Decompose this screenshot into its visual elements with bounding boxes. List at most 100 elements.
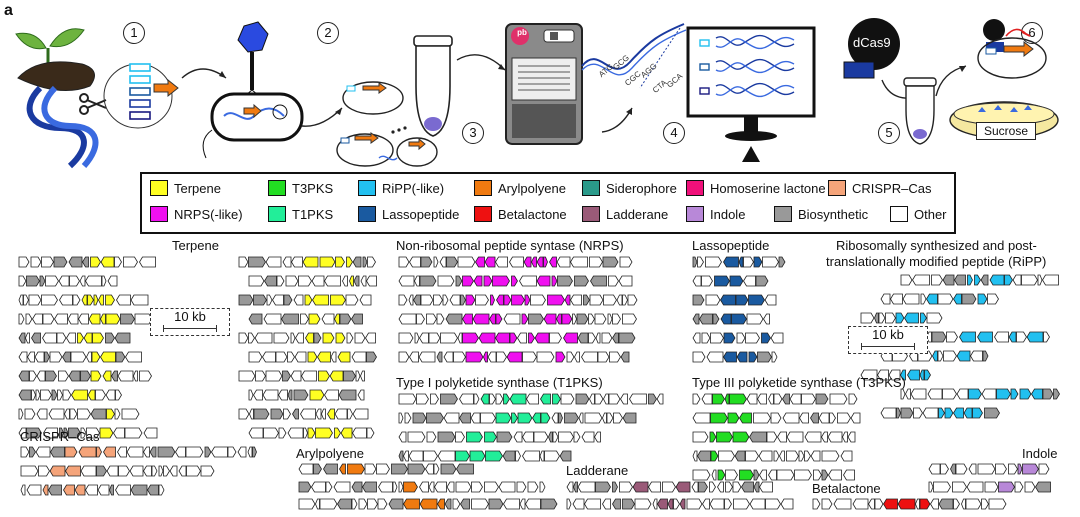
legend-swatch-0 bbox=[150, 180, 168, 196]
gene-cluster-track bbox=[692, 332, 784, 344]
gene-arrow bbox=[770, 332, 784, 344]
gene-arrow bbox=[287, 389, 293, 401]
gene-arrow bbox=[922, 407, 939, 419]
gene-arrow bbox=[709, 431, 717, 443]
gene-arrow bbox=[48, 484, 62, 496]
gene-arrow bbox=[420, 294, 434, 306]
gene-arrow bbox=[407, 431, 426, 443]
gene-arrow bbox=[398, 431, 407, 443]
gene-arrow bbox=[298, 481, 312, 493]
gene-arrow bbox=[584, 498, 601, 510]
gene-arrow bbox=[495, 313, 503, 325]
gene-arrow bbox=[58, 370, 69, 382]
gene-arrow bbox=[204, 446, 212, 458]
legend-item-7: NRPS(-like) bbox=[150, 206, 243, 222]
gene-arrow bbox=[351, 481, 363, 493]
gene-arrow bbox=[1053, 388, 1060, 400]
gene-arrow bbox=[900, 407, 914, 419]
sucrose-label: Sucrose bbox=[976, 122, 1036, 140]
gene-arrow bbox=[561, 313, 573, 325]
gene-arrow bbox=[828, 469, 842, 481]
gene-arrow bbox=[437, 450, 456, 462]
legend-label-13: Biosynthetic bbox=[798, 206, 869, 222]
gene-arrow bbox=[330, 294, 346, 306]
gene-arrow bbox=[85, 484, 98, 496]
gene-arrow bbox=[496, 294, 504, 306]
legend-item-8: T1PKS bbox=[268, 206, 333, 222]
gene-arrow bbox=[484, 481, 499, 493]
gene-cluster-track bbox=[18, 370, 152, 382]
gene-arrow bbox=[300, 408, 316, 420]
gene-arrow bbox=[748, 294, 765, 306]
arrow-tube-plate bbox=[935, 65, 967, 97]
gene-arrow bbox=[358, 498, 368, 510]
gene-arrow bbox=[743, 275, 756, 287]
gene-arrow bbox=[741, 481, 754, 493]
gene-arrow bbox=[63, 484, 75, 496]
gene-arrow bbox=[786, 431, 804, 443]
gene-arrow bbox=[281, 313, 299, 325]
gene-arrow bbox=[345, 294, 359, 306]
gene-arrow bbox=[353, 275, 360, 287]
gene-arrow bbox=[32, 313, 43, 325]
gene-arrow bbox=[877, 369, 889, 381]
gene-arrow bbox=[436, 351, 443, 363]
gene-arrow bbox=[72, 294, 81, 306]
legend-label-8: T1PKS bbox=[292, 206, 334, 222]
gene-arrow bbox=[652, 498, 658, 510]
gene-arrow bbox=[506, 351, 523, 363]
gene-arrow bbox=[732, 431, 750, 443]
gene-arrow bbox=[821, 469, 829, 481]
gene-arrow bbox=[315, 427, 333, 439]
gene-arrow bbox=[359, 294, 372, 306]
gene-arrow bbox=[54, 313, 68, 325]
gene-arrow bbox=[335, 256, 345, 268]
gene-arrow bbox=[455, 275, 463, 287]
gene-arrow bbox=[149, 446, 157, 458]
gene-arrow bbox=[105, 332, 115, 344]
phage-bacterium-illustration bbox=[202, 21, 304, 159]
gene-arrow bbox=[503, 498, 520, 510]
gene-arrow bbox=[107, 275, 118, 287]
gene-arrow bbox=[731, 313, 747, 325]
gene-arrow bbox=[1035, 481, 1051, 493]
step-1-marker: 1 bbox=[123, 22, 145, 44]
gene-cluster-track bbox=[880, 293, 999, 305]
gene-arrow bbox=[608, 393, 621, 405]
gene-arrow bbox=[252, 446, 257, 458]
gene-arrow bbox=[603, 294, 617, 306]
gene-arrow bbox=[810, 412, 819, 424]
gene-arrow bbox=[347, 408, 353, 420]
gene-arrow bbox=[570, 256, 588, 268]
gene-arrow bbox=[1037, 274, 1043, 286]
arrow-3-4 bbox=[456, 54, 506, 71]
gene-arrow bbox=[692, 256, 698, 268]
gene-arrow bbox=[293, 389, 309, 401]
gene-arrow bbox=[63, 427, 69, 439]
gene-arrow bbox=[780, 498, 794, 510]
gene-arrow bbox=[710, 450, 719, 462]
gene-arrow bbox=[575, 393, 590, 405]
gene-arrow bbox=[910, 388, 927, 400]
gene-arrow bbox=[782, 393, 790, 405]
gene-cluster-track bbox=[18, 427, 158, 439]
gene-arrow bbox=[238, 370, 256, 382]
gene-arrow bbox=[977, 293, 988, 305]
gene-arrow bbox=[840, 450, 853, 462]
gene-arrow bbox=[237, 446, 247, 458]
gene-arrow bbox=[364, 463, 377, 475]
gene-arrow bbox=[388, 498, 404, 510]
gene-arrow bbox=[116, 294, 131, 306]
gene-cluster-track bbox=[398, 332, 636, 344]
gene-arrow bbox=[238, 256, 249, 268]
gene-arrow bbox=[961, 293, 977, 305]
gene-arrow bbox=[98, 294, 104, 306]
gene-cluster-track bbox=[928, 463, 1050, 475]
gene-cluster-track bbox=[18, 332, 131, 344]
section-title-ladderane: Ladderane bbox=[566, 463, 629, 478]
gene-arrow bbox=[437, 431, 456, 443]
gene-arrow bbox=[618, 275, 633, 287]
legend-label-7: NRPS(-like) bbox=[174, 206, 243, 222]
gene-arrow bbox=[804, 431, 822, 443]
gene-arrow bbox=[185, 446, 204, 458]
